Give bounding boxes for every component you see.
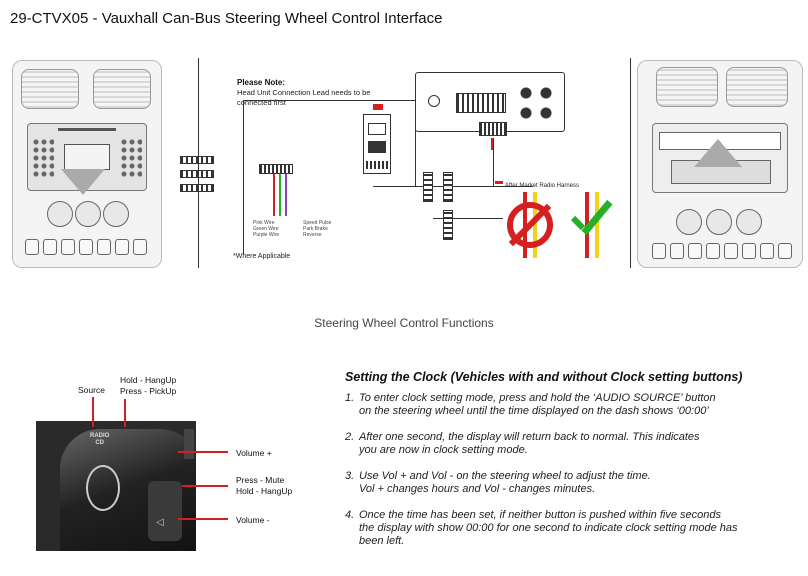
knob-icon bbox=[47, 201, 73, 227]
switch-row bbox=[25, 239, 147, 257]
car-dashboard-illustration bbox=[12, 60, 162, 268]
wiring-diagram: Please Note: Head Unit Connection Lead n… bbox=[12, 52, 804, 270]
pointer-line bbox=[182, 485, 228, 487]
harness-label: After Market Radio Harness bbox=[505, 183, 580, 189]
connector bbox=[423, 172, 433, 202]
knob-icon bbox=[103, 201, 129, 227]
wire bbox=[493, 138, 494, 186]
air-vent-right bbox=[93, 69, 151, 109]
wire-green bbox=[279, 172, 281, 216]
steering-control-stalk: Source Hold - HangUp Press - PickUp RADI… bbox=[36, 375, 326, 575]
head-unit-illustration bbox=[415, 72, 565, 132]
air-vent-left bbox=[656, 67, 718, 107]
down-arrow-icon bbox=[61, 169, 105, 195]
wire bbox=[373, 186, 533, 187]
pointer-line bbox=[92, 397, 94, 427]
label-hold-hangup: Hold - HangUp bbox=[120, 375, 177, 385]
red-arrow-icon bbox=[495, 181, 503, 184]
air-vent-left bbox=[21, 69, 79, 109]
correct-connection-icon bbox=[567, 192, 625, 258]
knob-icon bbox=[75, 201, 101, 227]
step-item: 2. After one second, the display will re… bbox=[345, 431, 700, 456]
connector bbox=[259, 164, 293, 174]
divider-line bbox=[198, 58, 199, 268]
volume-buttons bbox=[148, 481, 182, 541]
wire-purple bbox=[285, 172, 287, 216]
note-text: Head Unit Connection Lead needs to be co… bbox=[237, 88, 371, 107]
scroll-wheel-icon bbox=[86, 465, 120, 511]
interface-box bbox=[363, 114, 391, 174]
interface-connectors bbox=[180, 154, 220, 194]
wire-legend-right: Speed Pulse Park Brake Reverse bbox=[303, 220, 332, 238]
step-item: 3. Use Vol + and Vol - on the steering w… bbox=[345, 470, 651, 495]
where-applicable-note: *Where Applicable bbox=[233, 253, 291, 260]
wire bbox=[243, 100, 415, 101]
step-item: 4. Once the time has been set, if neithe… bbox=[345, 509, 738, 547]
knob-icon bbox=[676, 209, 702, 235]
clock-heading: Setting the Clock (Vehicles with and wit… bbox=[345, 370, 743, 384]
red-arrow-icon bbox=[491, 138, 493, 150]
label-volume-plus: Volume + bbox=[236, 448, 272, 458]
wrong-connection-icon bbox=[501, 192, 561, 258]
label-press-mute: Press - Mute bbox=[236, 475, 285, 485]
pointer-line bbox=[124, 399, 126, 427]
page-title: 29-CTVX05 - Vauxhall Can-Bus Steering Wh… bbox=[10, 10, 443, 27]
harness-connector bbox=[479, 122, 507, 136]
knob-icon bbox=[736, 209, 762, 235]
speaker-icon: ◁ bbox=[156, 517, 164, 528]
divider-line bbox=[630, 58, 631, 268]
wiring-panel: Please Note: Head Unit Connection Lead n… bbox=[233, 68, 629, 264]
clock-steps: 1. To enter clock setting mode, press an… bbox=[345, 392, 800, 548]
knob-icon bbox=[706, 209, 732, 235]
label-source: Source bbox=[78, 385, 105, 395]
label-hold-hangup-2: Hold - HangUp bbox=[236, 486, 293, 496]
clock-instructions: Setting the Clock (Vehicles with and wit… bbox=[345, 370, 800, 561]
pointer-line bbox=[178, 518, 228, 520]
switch-row bbox=[652, 243, 792, 261]
label-press-pickup: Press - PickUp bbox=[120, 386, 177, 396]
label-volume-minus: Volume - bbox=[236, 515, 270, 525]
connector bbox=[443, 210, 453, 240]
wire bbox=[243, 100, 244, 254]
car-dashboard-after-illustration bbox=[637, 60, 803, 268]
wire bbox=[433, 218, 503, 219]
section-title: Steering Wheel Control Functions bbox=[314, 316, 494, 330]
note-title: Please Note: bbox=[237, 78, 286, 87]
wire-legend: Pink Wire Green Wire Purple Wire bbox=[253, 220, 280, 238]
wire bbox=[415, 100, 416, 186]
up-arrow-icon bbox=[694, 139, 742, 167]
red-arrow-icon bbox=[373, 104, 383, 110]
wire-red bbox=[273, 172, 275, 216]
step-item: 1. To enter clock setting mode, press an… bbox=[345, 392, 716, 417]
connector bbox=[443, 172, 453, 202]
pointer-line bbox=[178, 451, 228, 453]
air-vent-right bbox=[726, 67, 788, 107]
